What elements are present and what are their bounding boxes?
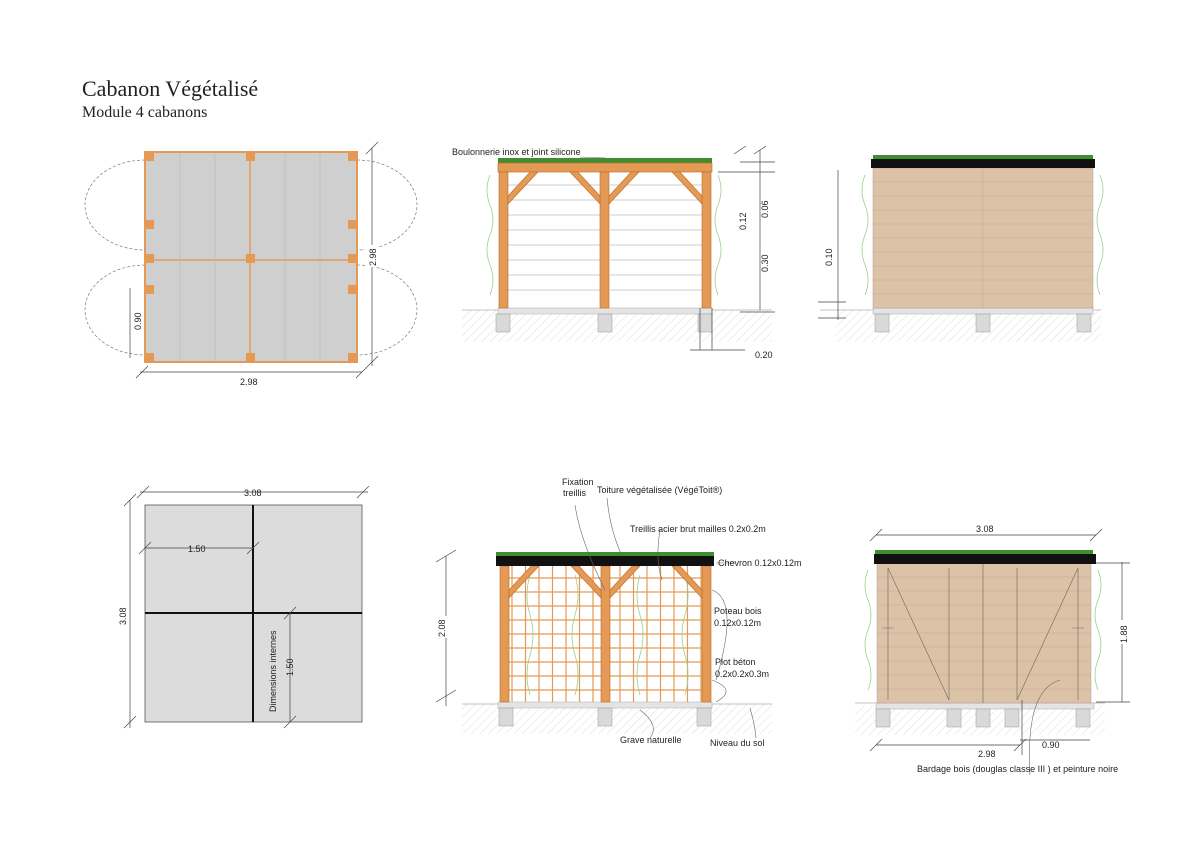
plan-dim-depth: 2.98	[368, 248, 378, 266]
interior-dim-half-v: 1.50	[285, 658, 295, 676]
door-dim-base: 2.98	[978, 749, 996, 759]
front-dim-roof-a: 0.12	[738, 212, 748, 230]
interior-label-internal: Dimensions internes	[268, 630, 278, 712]
label-ground: Niveau du sol	[710, 738, 765, 748]
door-dim-height: 1.88	[1119, 625, 1129, 643]
interior-dim-depth: 3.08	[118, 607, 128, 625]
trellis-elevation: Fixation treillis Toiture végétalisée (V…	[435, 477, 802, 748]
label-roof: Toiture végétalisée (VégéToit®)	[597, 485, 722, 495]
label-fixation-1: Fixation	[562, 477, 594, 487]
label-trellis: Treillis acier brut mailles 0.2x0.2m	[630, 524, 766, 534]
interior-dim-width: 3.08	[244, 488, 262, 498]
front-elevation: Boulonnerie inox et joint silicone 0.12 …	[452, 145, 775, 360]
label-fixation-2: treillis	[563, 488, 587, 498]
label-plot-2: 0.2x0.2x0.3m	[715, 669, 769, 679]
label-post-2: 0.12x0.12m	[714, 618, 761, 628]
label-gravel: Grave naturelle	[620, 735, 682, 745]
trellis-dim-height: 2.08	[437, 619, 447, 637]
door-dim-door: 0.90	[1042, 740, 1060, 750]
front-dim-plot: 0.20	[755, 350, 773, 360]
door-elevation: 3.08 1.88 2.98 0.90 Bardage bois (dougla…	[855, 524, 1130, 776]
door-dim-width: 3.08	[976, 524, 994, 534]
plan-dim-door: 0.90	[133, 312, 143, 330]
plan-view: 2.98 2.98 0.90	[84, 141, 418, 387]
front-dim-mid: 0.30	[760, 254, 770, 272]
sheet-title: Cabanon Végétalisé	[82, 76, 259, 101]
label-cladding: Bardage bois (douglas classe III ) et pe…	[917, 764, 1118, 774]
plan-dim-width: 2.98	[240, 377, 258, 387]
side-elevation: 0.10	[818, 155, 1104, 342]
interior-plan: 3.08 3.08 1.50 1.50 Dimensions internes	[118, 485, 370, 729]
label-plot-1: Plot béton	[715, 657, 756, 667]
front-dim-roof-b: 0.06	[760, 200, 770, 218]
side-dim-gap: 0.10	[824, 248, 834, 266]
sheet-subtitle: Module 4 cabanons	[82, 104, 208, 121]
label-post-1: Poteau bois	[714, 606, 762, 616]
label-rafter: Chevron 0.12x0.12m	[718, 558, 802, 568]
label-bolts: Boulonnerie inox et joint silicone	[452, 147, 581, 157]
interior-dim-half-h: 1.50	[188, 544, 206, 554]
